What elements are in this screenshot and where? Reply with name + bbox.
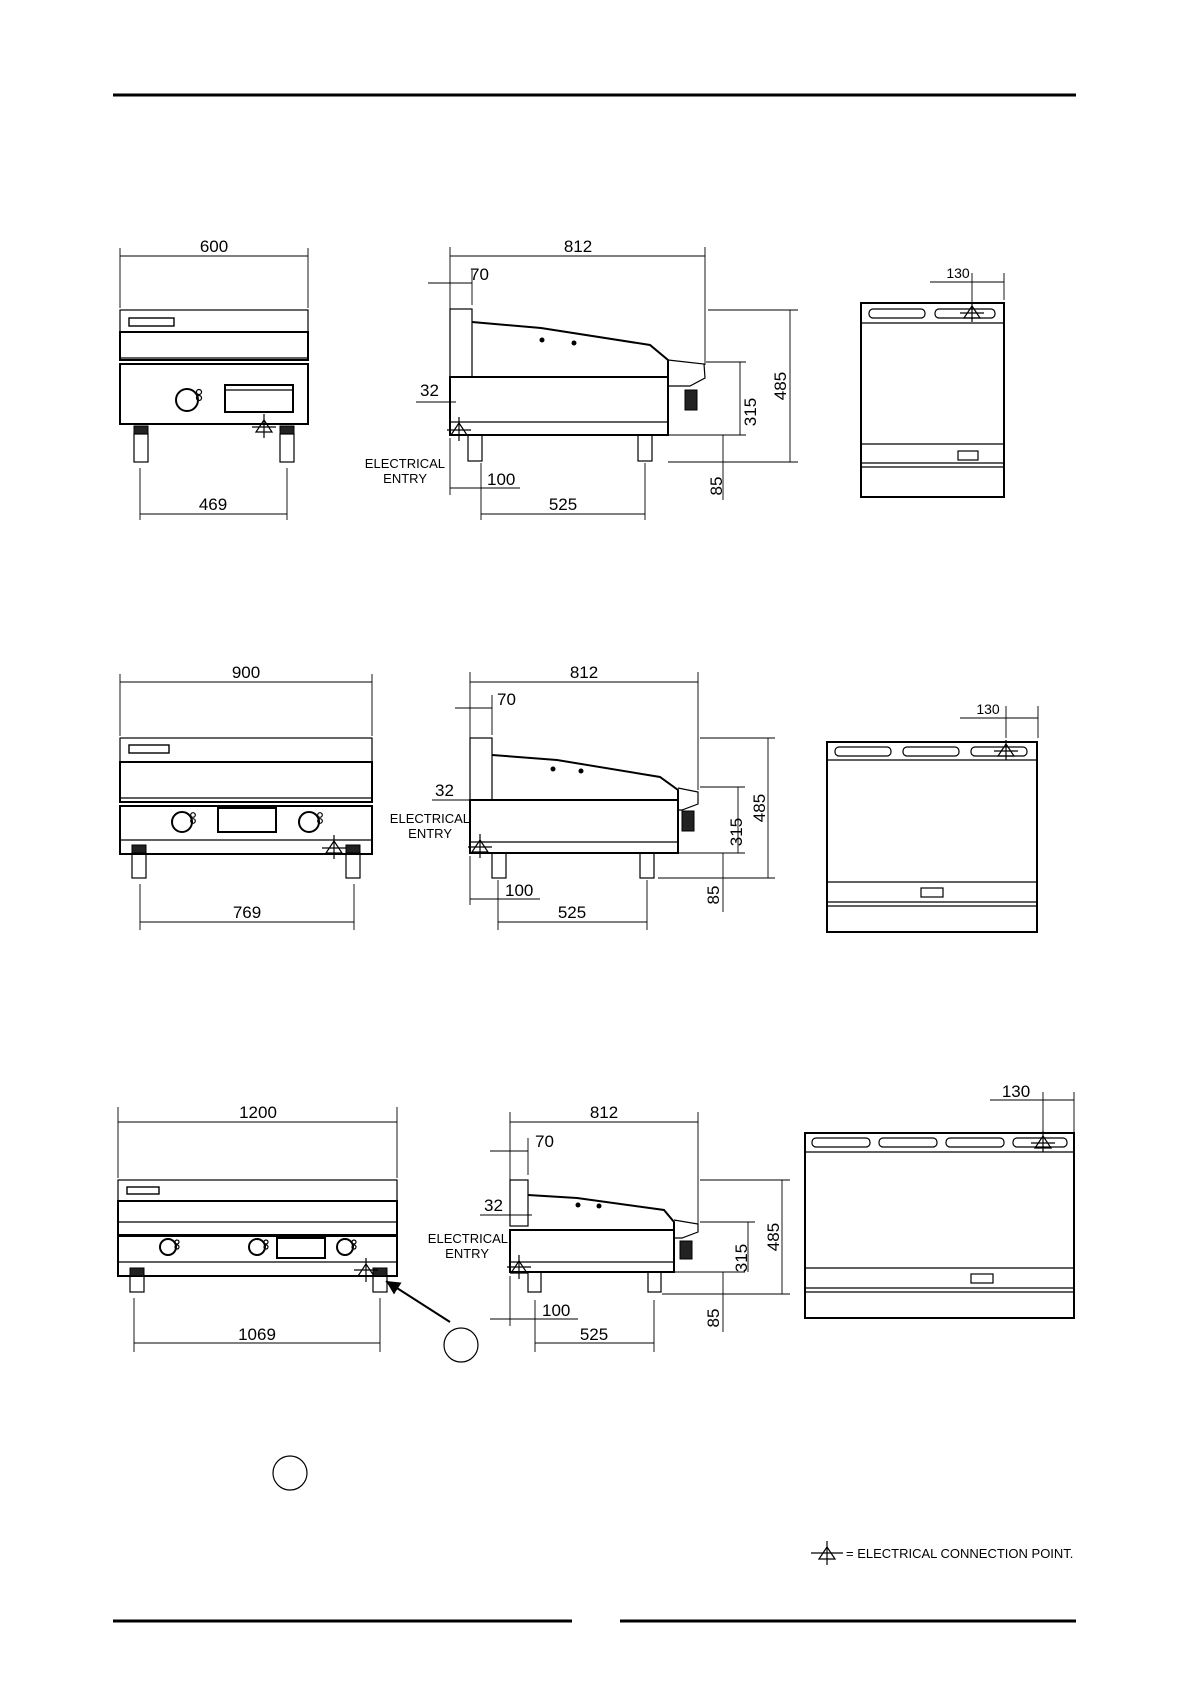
side-body-height-dim: 315	[727, 818, 746, 846]
front-leg-dim: 1069	[238, 1325, 276, 1344]
entry-label-line-2: ENTRY	[445, 1246, 489, 1261]
side-entry-offset-dim: 100	[487, 470, 515, 489]
side-height-dim: 485	[764, 1223, 783, 1251]
front-leg-dim: 769	[233, 903, 261, 922]
electrical-connection-point-icon	[468, 834, 492, 858]
front-leg-dim: 469	[199, 495, 227, 514]
rear-offset-dim: 130	[1002, 1082, 1030, 1101]
side-entry-height-dim: 32	[435, 781, 454, 800]
side-leg-spacing-dim: 525	[558, 903, 586, 922]
rear-offset-dim: 130	[946, 265, 970, 281]
callout-circle-icon	[273, 1456, 307, 1490]
electrical-connection-point-icon	[1031, 1131, 1055, 1152]
side-height-dim: 485	[750, 794, 769, 822]
side-view-600: 812 70 32 ELECTRICAL ENTRY 100 525 485	[365, 237, 798, 520]
side-rear-offset-dim: 70	[497, 690, 516, 709]
front-width-dim: 1200	[239, 1103, 277, 1122]
side-depth-dim: 812	[590, 1103, 618, 1122]
electrical-connection-point-icon	[322, 835, 346, 859]
side-height-dim: 485	[771, 372, 790, 400]
rear-offset-dim: 130	[976, 701, 1000, 717]
side-view-900: 812 70 32 ELECTRICAL ENTRY 100 525 485	[390, 663, 775, 930]
rear-view-900: 130	[827, 701, 1038, 932]
front-width-dim: 900	[232, 663, 260, 682]
front-view-600: 600 469	[120, 237, 308, 520]
side-leg-height-dim: 85	[707, 477, 726, 496]
side-body-height-dim: 315	[741, 398, 760, 426]
electrical-connection-point-icon	[811, 1541, 843, 1565]
electrical-connection-point-icon	[960, 302, 984, 322]
rear-view-600: 130	[861, 265, 1004, 497]
side-rear-offset-dim: 70	[470, 265, 489, 284]
entry-label-line-2: ENTRY	[408, 826, 452, 841]
rear-view-1200: 130	[805, 1082, 1074, 1318]
side-entry-offset-dim: 100	[505, 881, 533, 900]
side-depth-dim: 812	[564, 237, 592, 256]
side-body-height-dim: 315	[732, 1244, 751, 1272]
side-entry-height-dim: 32	[420, 381, 439, 400]
legend: = ELECTRICAL CONNECTION POINT.	[811, 1541, 1073, 1565]
entry-label-line-1: ELECTRICAL	[390, 811, 470, 826]
side-rear-offset-dim: 70	[535, 1132, 554, 1151]
entry-label-line-1: ELECTRICAL	[428, 1231, 508, 1246]
legend-text: = ELECTRICAL CONNECTION POINT.	[846, 1546, 1073, 1561]
side-leg-height-dim: 85	[704, 1309, 723, 1328]
callout-circle-icon	[444, 1328, 478, 1362]
side-view-1200: 812 70 32 ELECTRICAL ENTRY 100 525 485	[428, 1103, 790, 1352]
side-leg-spacing-dim: 525	[549, 495, 577, 514]
side-leg-spacing-dim: 525	[580, 1325, 608, 1344]
entry-label-line-1: ELECTRICAL	[365, 456, 445, 471]
front-view-1200: 1200 1069	[118, 1103, 478, 1362]
side-depth-dim: 812	[570, 663, 598, 682]
side-entry-height-dim: 32	[484, 1196, 503, 1215]
front-view-900: 900 769	[120, 663, 372, 930]
electrical-connection-point-icon	[252, 414, 276, 438]
entry-label-line-2: ENTRY	[383, 471, 427, 486]
side-leg-height-dim: 85	[704, 886, 723, 905]
front-width-dim: 600	[200, 237, 228, 256]
side-entry-offset-dim: 100	[542, 1301, 570, 1320]
